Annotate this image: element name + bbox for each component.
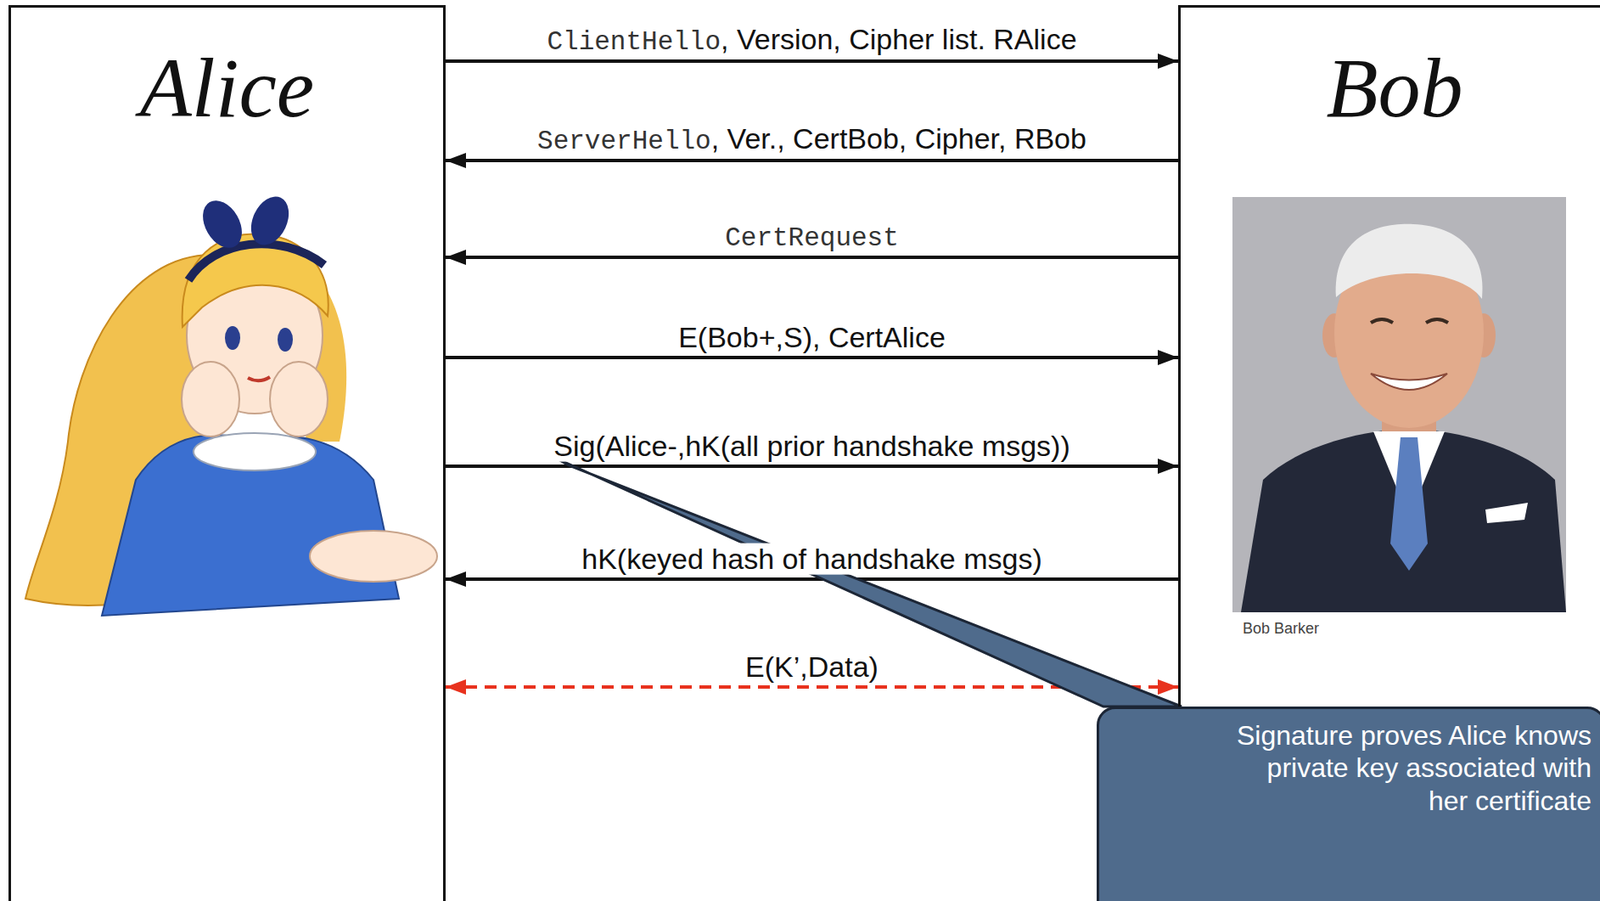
bob-photo [1232, 196, 1567, 612]
callout-box: Signature proves Alice knows private key… [1096, 706, 1600, 901]
message-arrow [445, 255, 1179, 259]
party-name: Bob [1180, 41, 1600, 135]
message-label: E(K’,Data) [741, 651, 882, 683]
message-arrow [445, 59, 1179, 63]
message-arrow [445, 577, 1179, 581]
message-label: Sig(Alice-,hK(all prior handshake msgs)) [550, 430, 1073, 462]
message-label: ServerHello, Ver., CertBob, Cipher, RBob [533, 123, 1090, 157]
message-label: hK(keyed hash of handshake msgs) [578, 543, 1045, 575]
photo-caption: Bob Barker [1242, 619, 1320, 638]
message-arrow [445, 158, 1179, 163]
message-label: E(Bob+,S), CertAlice [674, 321, 949, 354]
alice-cartoon [25, 190, 438, 616]
party-name: Alice [11, 41, 444, 135]
party-box: Alice [8, 5, 446, 901]
message-arrow [445, 464, 1179, 468]
callout-text: Signature proves Alice knows private key… [1226, 718, 1592, 817]
callout-pointer [556, 458, 1182, 707]
message-label: ClientHello, Version, Cipher list. RAlic… [543, 23, 1080, 57]
message-arrow [445, 355, 1179, 360]
message-label: CertRequest [721, 219, 903, 253]
